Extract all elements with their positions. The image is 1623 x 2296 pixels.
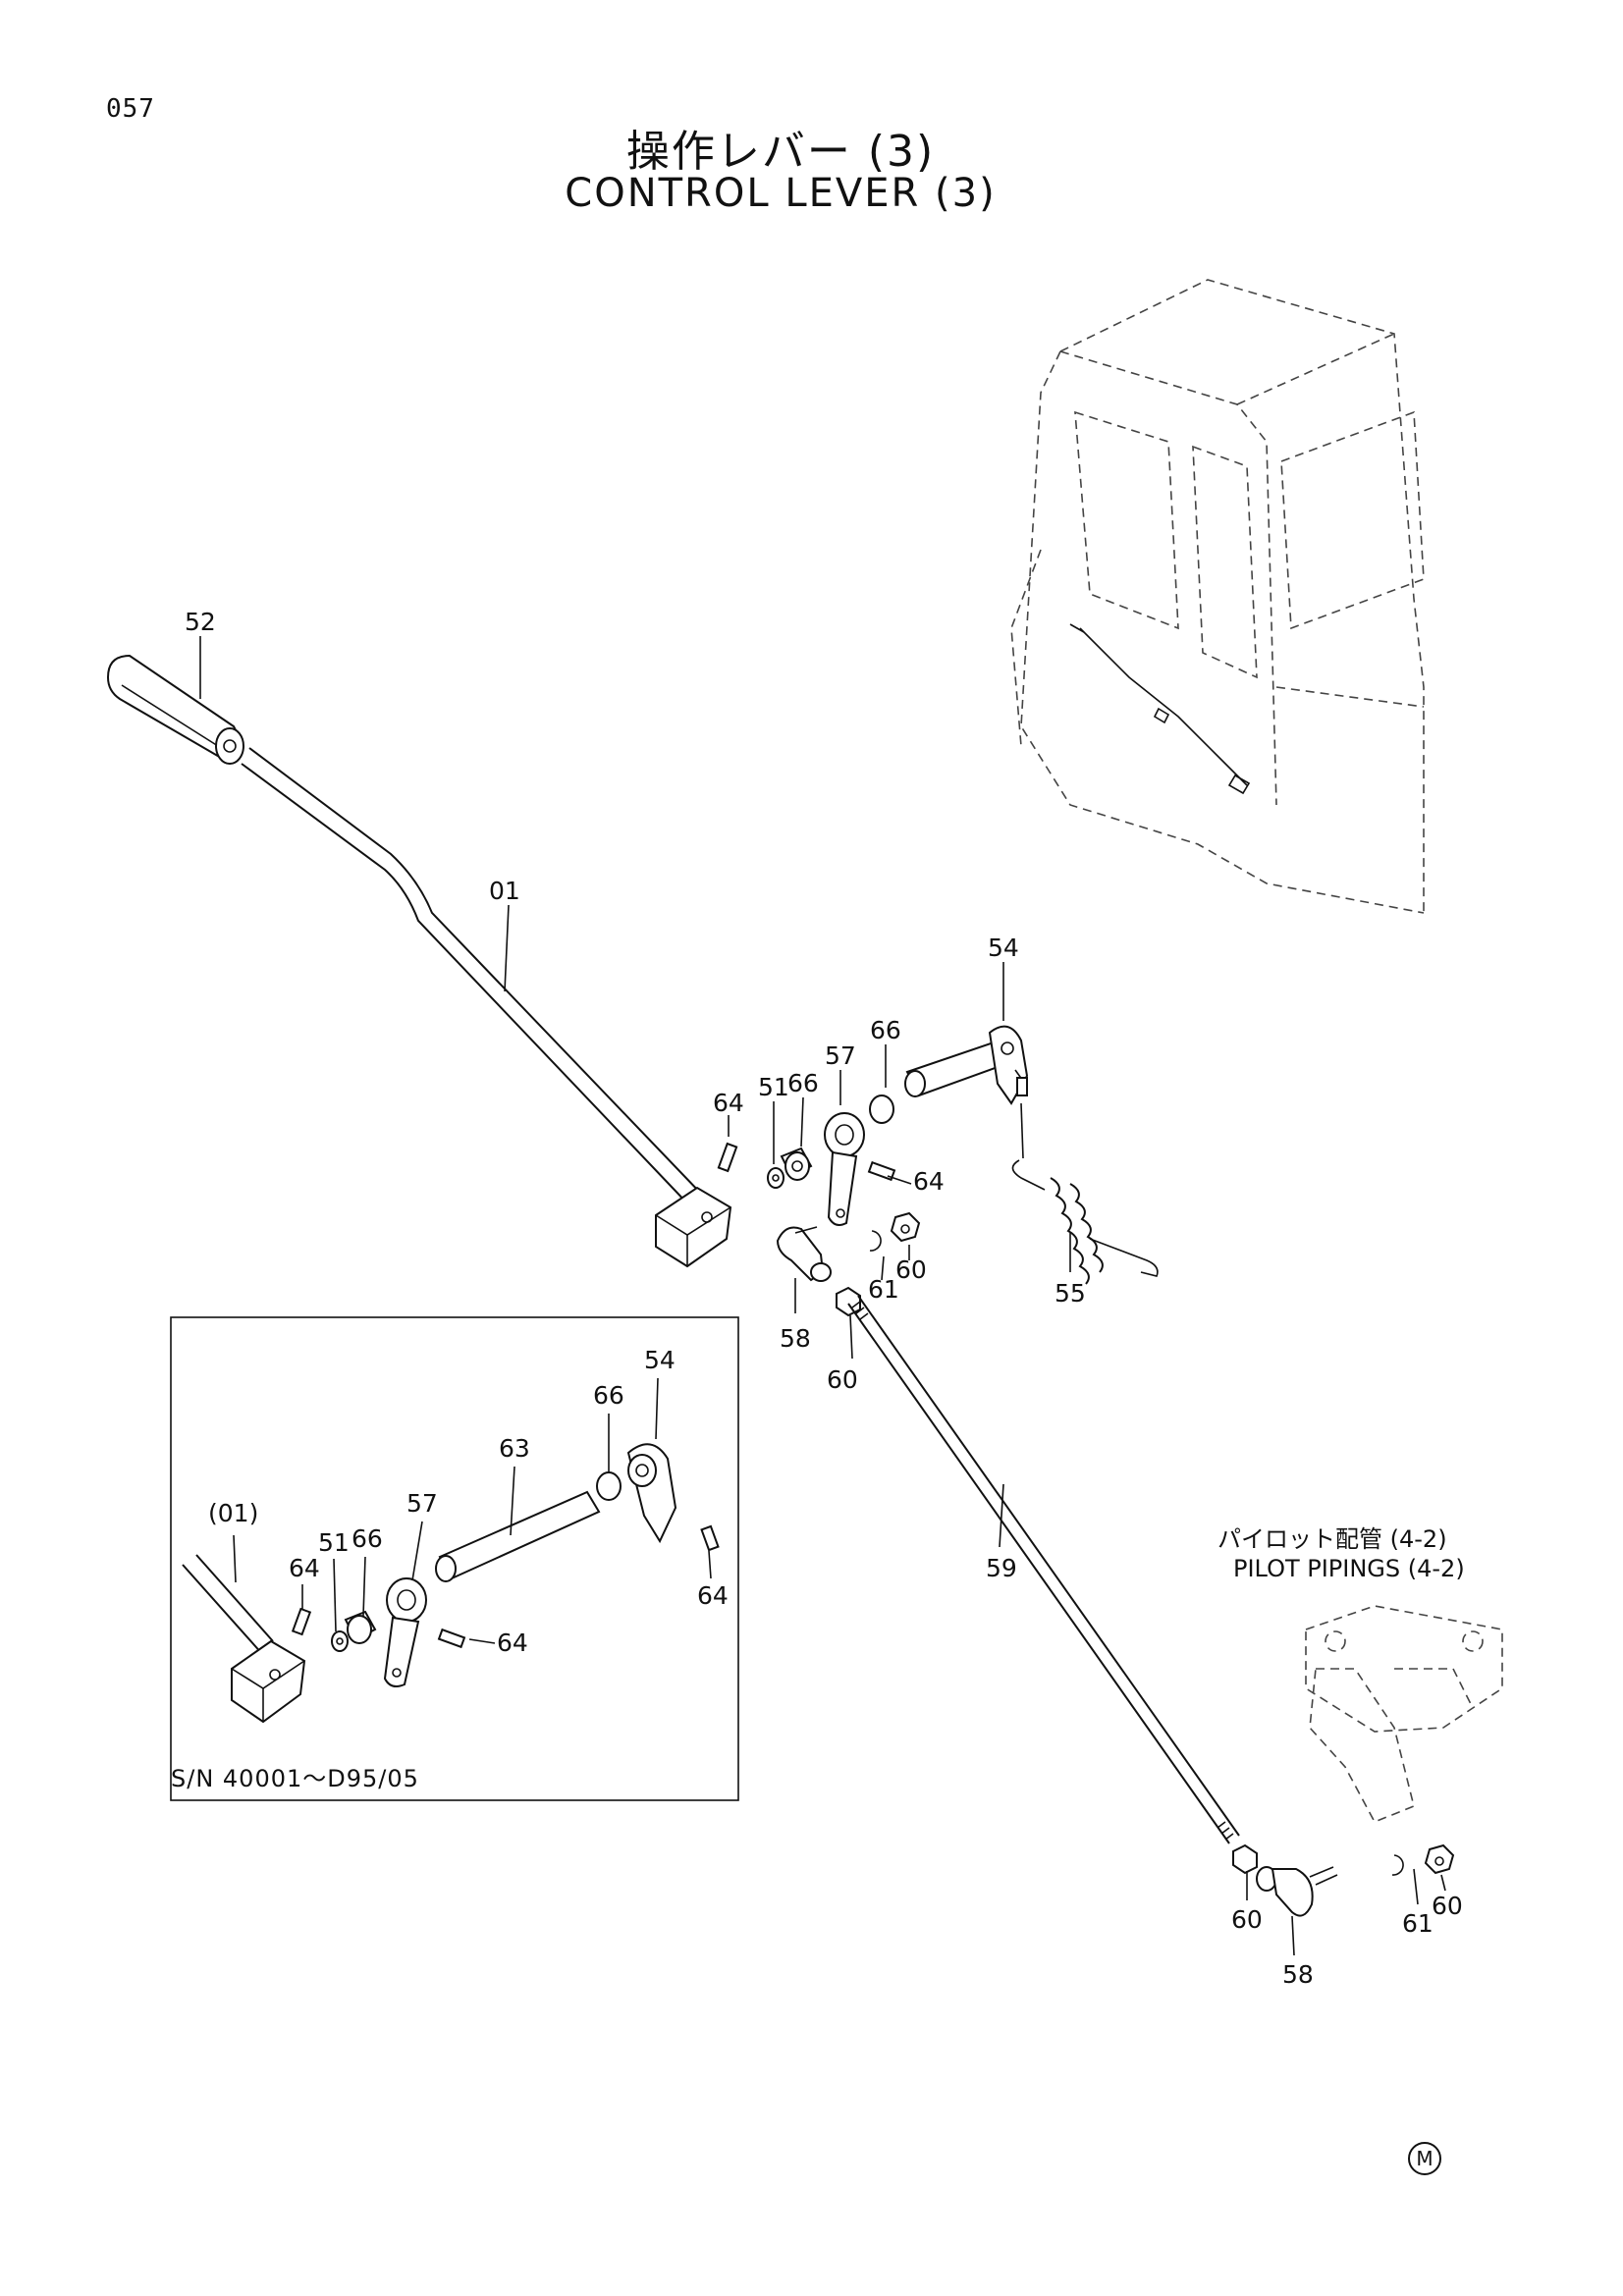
label-66-left: 66 bbox=[787, 1069, 819, 1097]
cab-outline bbox=[1010, 279, 1425, 914]
label-51: 51 bbox=[758, 1073, 789, 1101]
pilot-piping-ref-jp: パイロット配管 (4-2) bbox=[1217, 1525, 1447, 1553]
inset-drawing bbox=[182, 1443, 720, 1724]
label-57: 57 bbox=[825, 1041, 856, 1070]
rod-59 bbox=[847, 1295, 1240, 1844]
inset-label-64-left: 64 bbox=[289, 1554, 320, 1582]
lever-grip-52 bbox=[106, 654, 244, 765]
lever-block bbox=[655, 1186, 732, 1268]
label-55: 55 bbox=[1055, 1279, 1086, 1308]
inset-label-64-bottom: 64 bbox=[497, 1629, 528, 1657]
page-number: 057 bbox=[106, 94, 155, 124]
pilot-piping-ref-en: PILOT PIPINGS (4-2) bbox=[1233, 1555, 1465, 1582]
inset-label-54: 54 bbox=[644, 1346, 676, 1374]
label-58-lower: 58 bbox=[1282, 1960, 1314, 1989]
pilot-valve-outline bbox=[1305, 1605, 1503, 1824]
inset-label-64-right: 64 bbox=[697, 1581, 729, 1610]
page-title-japanese: 操作レバー (3) bbox=[625, 127, 936, 177]
inset-label-01: (01) bbox=[208, 1499, 258, 1527]
inset-serial-range: S/N 40001〜D95/05 bbox=[171, 1765, 419, 1792]
label-60-mid: 60 bbox=[827, 1365, 858, 1394]
label-66-right: 66 bbox=[870, 1016, 901, 1044]
inset-label-66-left: 66 bbox=[352, 1524, 383, 1553]
rod-end-58-upper bbox=[776, 1226, 861, 1317]
label-52: 52 bbox=[185, 608, 216, 636]
label-60-upper: 60 bbox=[895, 1255, 927, 1284]
shaft-54 bbox=[869, 1025, 1029, 1124]
inset-label-66-right: 66 bbox=[593, 1381, 624, 1410]
label-60-lower: 60 bbox=[1231, 1905, 1263, 1934]
spring-55 bbox=[1011, 1102, 1159, 1285]
lever-rod-01 bbox=[241, 747, 704, 1206]
manufacturer-mark: M bbox=[1408, 2142, 1441, 2175]
label-01: 01 bbox=[489, 877, 520, 905]
inset-label-51: 51 bbox=[318, 1528, 350, 1557]
label-58-upper: 58 bbox=[780, 1324, 811, 1353]
label-60-right: 60 bbox=[1432, 1892, 1463, 1920]
label-59: 59 bbox=[986, 1554, 1017, 1582]
main-linkage-parts bbox=[717, 1112, 921, 1252]
label-61-lower: 61 bbox=[1402, 1909, 1434, 1938]
label-61-upper: 61 bbox=[868, 1275, 899, 1304]
part-labels: 52 01 54 66 57 66 51 64 64 61 60 58 60 5… bbox=[185, 608, 1463, 1989]
page-title-english: CONTROL LEVER (3) bbox=[565, 171, 997, 216]
label-64-upper: 64 bbox=[713, 1089, 744, 1117]
leader-lines bbox=[199, 636, 1446, 1956]
inset-frame bbox=[170, 1316, 739, 1801]
label-54: 54 bbox=[988, 934, 1019, 962]
inset-label-57: 57 bbox=[406, 1489, 438, 1518]
rod-end-58-lower bbox=[1232, 1843, 1455, 1917]
label-64-mid: 64 bbox=[913, 1167, 945, 1196]
inset-label-63: 63 bbox=[499, 1434, 530, 1463]
